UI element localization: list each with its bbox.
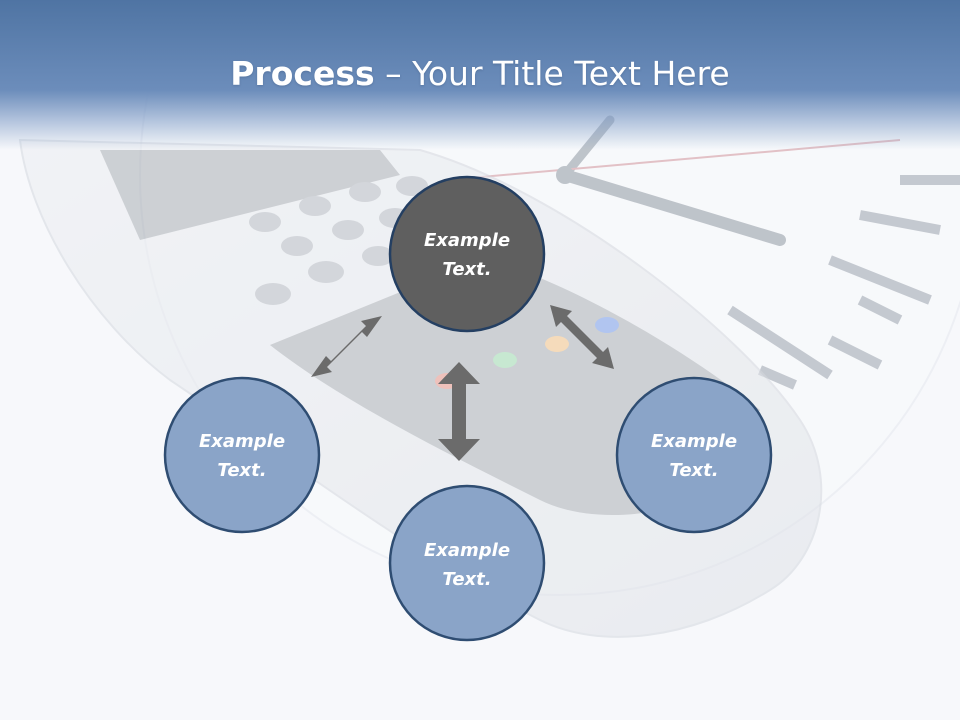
title-bold-part: Process — [230, 54, 375, 93]
node-circle — [615, 376, 773, 534]
node-label-line2: Text. — [442, 569, 491, 590]
node-label-line2: Text. — [217, 460, 266, 481]
node-label-line1: Example — [424, 230, 510, 251]
title-bar — [0, 0, 960, 150]
slide-title: Process – Your Title Text Here — [0, 52, 960, 96]
title-rest-part: – Your Title Text Here — [374, 54, 730, 93]
arrow-top-right — [550, 305, 614, 369]
node-circle — [388, 175, 546, 333]
node-circle — [163, 376, 321, 534]
node-circle — [388, 484, 546, 642]
arrow-top-left — [311, 316, 382, 377]
node-label-line2: Text. — [442, 259, 491, 280]
process-node-top: Example Text. — [388, 175, 546, 333]
arrow-vertical — [438, 362, 480, 461]
process-node-bottom: Example Text. — [388, 484, 546, 642]
node-label-line1: Example — [424, 540, 510, 561]
process-node-right: Example Text. — [615, 376, 773, 534]
process-node-left: Example Text. — [163, 376, 321, 534]
node-label-line1: Example — [651, 431, 737, 452]
node-label-line1: Example — [199, 431, 285, 452]
node-label-line2: Text. — [669, 460, 718, 481]
